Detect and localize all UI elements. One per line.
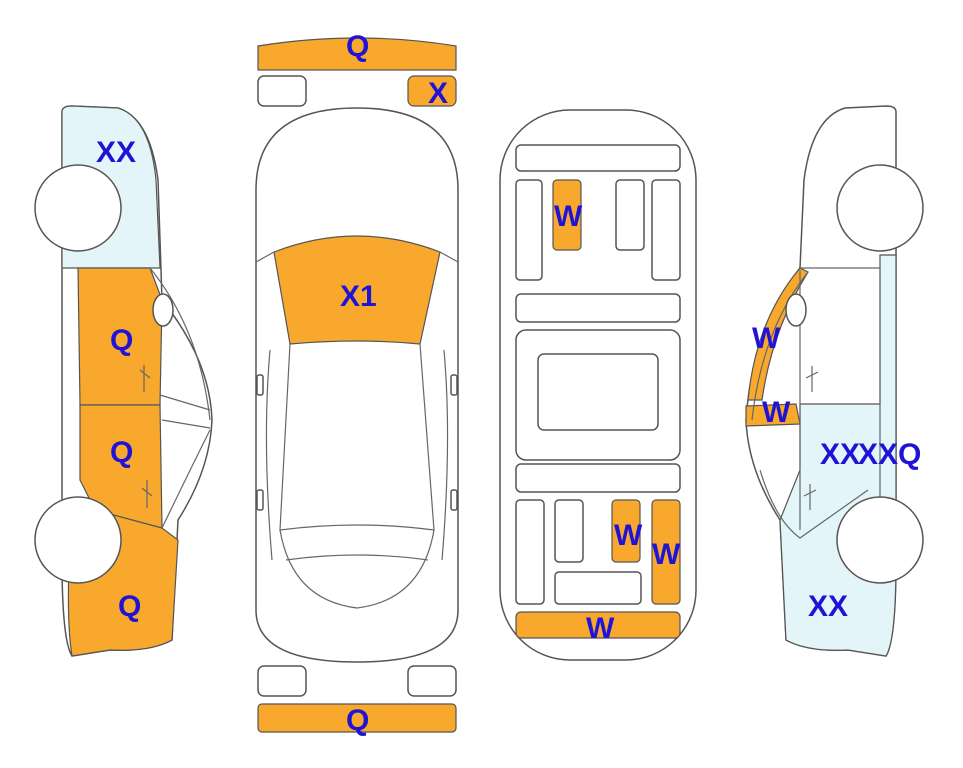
label-interior-seat-1: W	[554, 200, 583, 233]
label-left-rear-quarter: Q	[118, 590, 141, 623]
label-hood: X1	[340, 280, 377, 313]
interior-trunk	[515, 611, 681, 639]
rear-right-light	[407, 665, 457, 697]
label-right-doors-2: XXQ	[858, 438, 921, 471]
label-right-rear-quarter: XX	[808, 590, 848, 623]
label-left-front-door: Q	[110, 324, 133, 357]
right-rear-wheel	[836, 496, 924, 584]
label-interior-trunk: W	[586, 612, 615, 645]
label-front-bumper: Q	[346, 30, 369, 63]
label-left-roof-rear: XX	[96, 136, 136, 169]
left-front-wheel	[34, 164, 122, 252]
label-interior-seat-2: W	[614, 519, 643, 552]
label-left-rear-door: Q	[110, 436, 133, 469]
right-mirror	[785, 293, 807, 327]
interior-seat-1	[552, 179, 582, 251]
front-left-light	[257, 75, 307, 107]
right-front-wheel	[836, 164, 924, 252]
label-right-pillar-a: W	[752, 322, 781, 355]
rear-left-light	[257, 665, 307, 697]
label-rear-bumper: Q	[346, 704, 369, 737]
right-rear-handle	[803, 484, 817, 510]
left-front-handle	[139, 365, 151, 392]
label-right-pillar-b: W	[762, 396, 791, 429]
interior-view: W W W W	[499, 109, 697, 661]
left-mirror	[152, 293, 174, 327]
right-front-handle	[805, 366, 819, 392]
left-side-view: XX Q Q Q	[34, 105, 213, 657]
right-side-view: W W XX XXQ XX	[745, 105, 924, 657]
front-right-light	[407, 75, 457, 107]
left-rear-handle	[141, 480, 153, 508]
interior-seat-2	[611, 499, 641, 563]
interior-seat-3	[651, 499, 681, 605]
label-front-right-light: X	[428, 77, 448, 110]
top-view: Q X X1 Q	[255, 30, 459, 737]
top-body	[255, 107, 459, 663]
label-interior-seat-3: W	[652, 538, 681, 571]
left-rear-wheel	[34, 496, 122, 584]
front-bumper-panel	[257, 37, 457, 71]
rear-bumper-panel	[257, 703, 457, 733]
label-right-doors: XX	[820, 438, 860, 471]
